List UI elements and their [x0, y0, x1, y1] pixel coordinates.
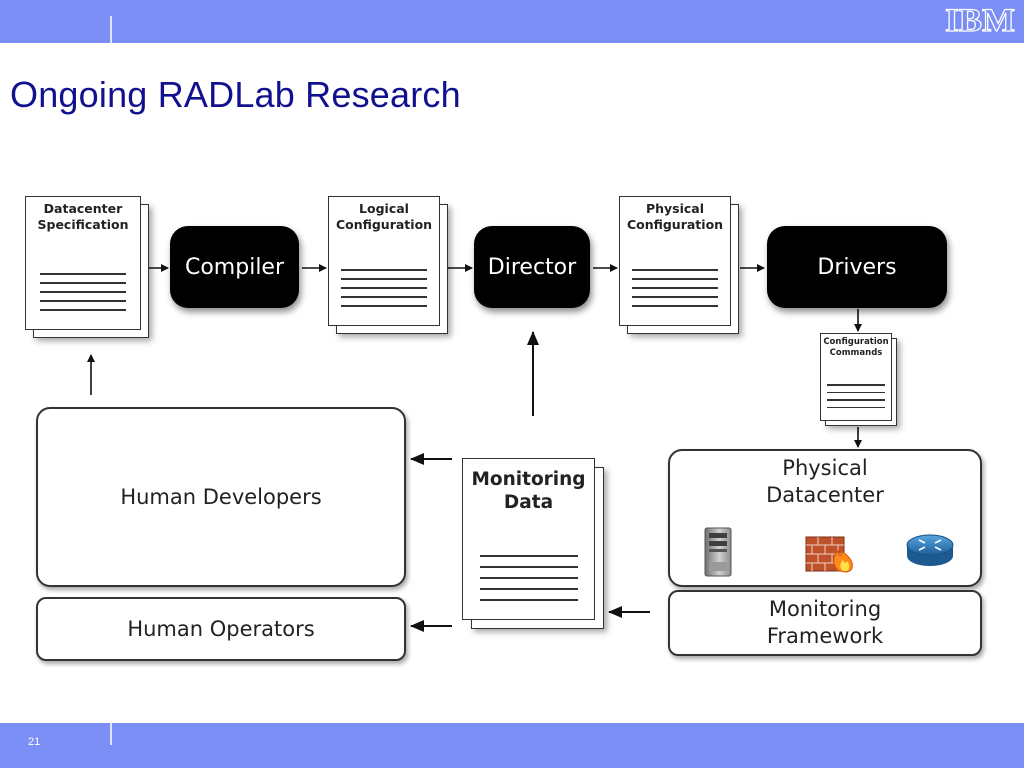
human-developers-box: Human Developers — [36, 407, 406, 587]
server-icon — [704, 527, 732, 577]
firewall-icon — [805, 536, 853, 573]
datacenter-spec-label: Datacenter Specification — [37, 201, 129, 232]
physical-datacenter-box: Physical Datacenter — [668, 449, 982, 587]
logical-config-document: Logical Configuration — [328, 196, 450, 338]
ibm-logo: IBM — [944, 3, 1015, 37]
document-lines — [40, 266, 126, 311]
monitoring-data-document: Monitoring Data — [462, 458, 608, 634]
director-process: Director — [474, 226, 590, 308]
config-commands-label: Configuration Commands — [823, 337, 889, 358]
human-developers-label: Human Developers — [120, 485, 322, 509]
drivers-process: Drivers — [767, 226, 947, 308]
director-label: Director — [487, 254, 577, 280]
logical-config-label: Logical Configuration — [335, 201, 433, 232]
header-bar: IBM — [0, 0, 1024, 43]
monitoring-data-label: Monitoring Data — [471, 469, 586, 514]
router-icon — [906, 534, 954, 566]
page-number: 21 — [28, 736, 41, 748]
svg-text:IBM: IBM — [945, 3, 1015, 37]
monitoring-framework-label: Monitoring Framework — [766, 596, 884, 648]
human-operators-box: Human Operators — [36, 597, 406, 661]
footer-divider — [110, 723, 112, 745]
footer-bar: 21 — [0, 723, 1024, 768]
slide-title: Ongoing RADLab Research — [10, 74, 461, 115]
drivers-label: Drivers — [817, 254, 897, 280]
physical-config-label: Physical Configuration — [626, 201, 724, 232]
config-commands-document: Configuration Commands — [820, 333, 898, 427]
header-divider — [110, 16, 112, 43]
compiler-process: Compiler — [170, 226, 299, 308]
document-lines — [341, 262, 427, 307]
physical-config-document: Physical Configuration — [619, 196, 741, 338]
document-lines — [827, 378, 885, 408]
physical-datacenter-label: Physical Datacenter — [766, 456, 884, 508]
document-lines — [479, 546, 578, 601]
datacenter-spec-document: Datacenter Specification — [25, 196, 151, 342]
document-lines — [632, 262, 718, 307]
human-operators-label: Human Operators — [127, 617, 315, 641]
monitoring-framework-box: Monitoring Framework — [668, 590, 982, 656]
compiler-label: Compiler — [184, 254, 285, 280]
